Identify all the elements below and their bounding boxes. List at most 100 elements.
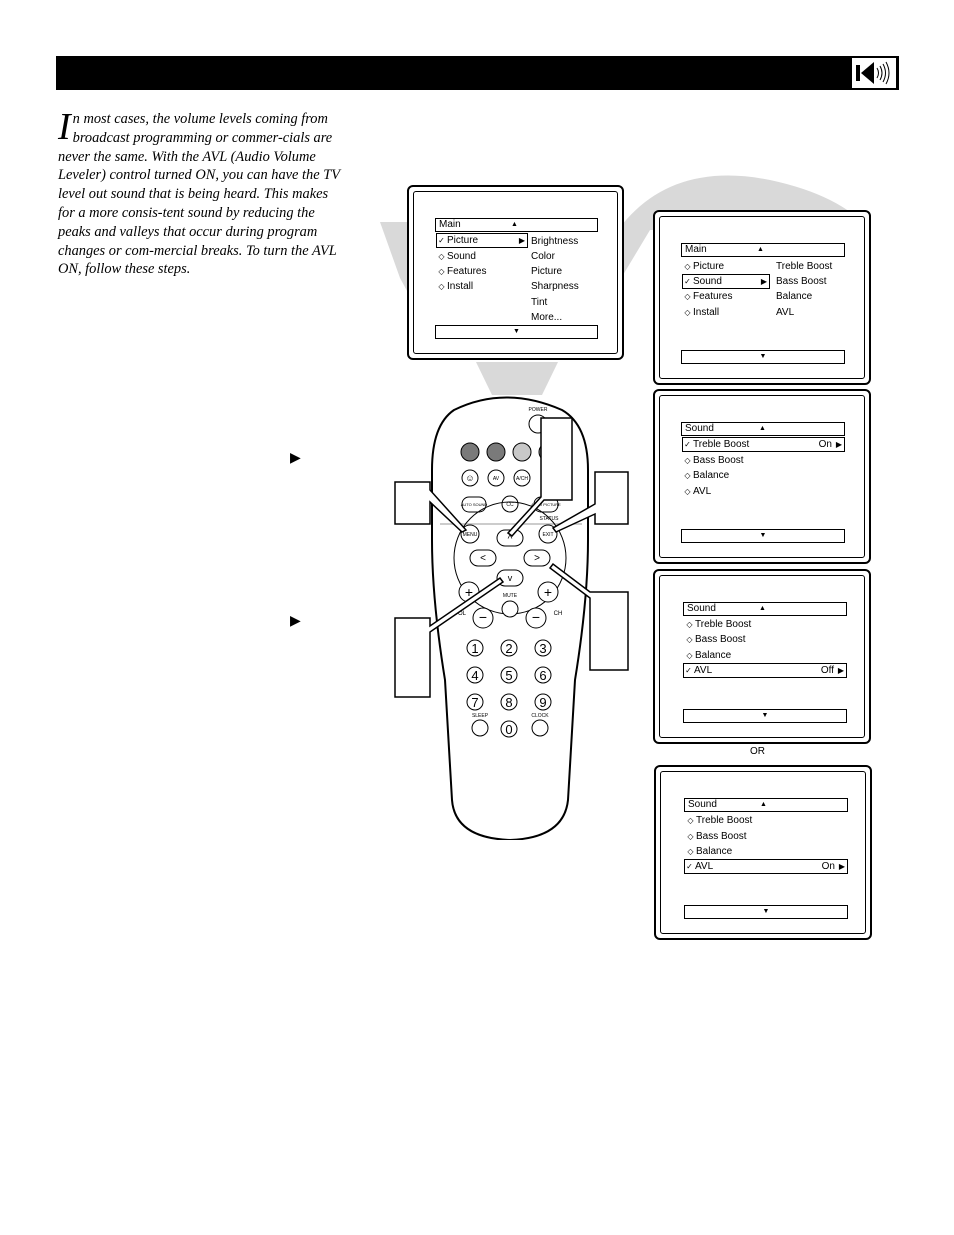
digit-label: 3 [539,641,546,656]
setting-value: Off [820,665,834,676]
clock-label: CLOCK [531,713,549,719]
ach-button[interactable] [513,469,531,487]
clock-button[interactable] [531,719,549,737]
digit-button[interactable] [534,693,552,711]
auto-picture-label: AUTO PICTURE [531,502,561,507]
sleep-button[interactable] [471,719,489,737]
up-chevron-icon: ^ [508,534,513,545]
digit-button[interactable] [534,666,552,684]
digit-label: 0 [505,722,512,737]
step-arrow-2: ▶ [290,612,301,628]
menu-item-treble-boost: ✓Treble Boost On ▶ [682,437,845,452]
digit-label: 1 [471,641,478,656]
menu-title: Sound ▲ [683,602,847,616]
submenu-bass-boost: Bass Boost [776,276,827,287]
menu-item-avl: ◇AVL [684,486,712,497]
up-arrow-icon: ▲ [759,605,766,612]
exit-button[interactable] [538,524,558,544]
color-button-3[interactable] [512,442,532,462]
submenu-tint: Tint [531,297,548,308]
left-button[interactable] [469,549,497,567]
tv-screen-sound-treble: Sound ▲ ✓Treble Boost On ▶ ◇Bass Boost ◇… [653,389,871,564]
intro-text: n most cases, the volume levels coming f… [58,111,340,278]
digit-button[interactable] [500,693,518,711]
menu-item-picture: ✓Picture ▶ [436,233,528,248]
setting-value: On [821,861,835,872]
channel-down-button[interactable] [525,607,547,629]
menu-item-sound: ◇Sound [438,251,476,262]
mute-button[interactable] [501,600,519,618]
beam-down-wedge [476,362,558,395]
digit-button[interactable] [466,666,484,684]
digit-button[interactable] [500,666,518,684]
left-chevron-icon: < [480,553,486,564]
digit-button[interactable] [500,720,518,738]
diamond-icon: ◇ [684,487,691,496]
menu-item-bass-boost: ◇Bass Boost [686,634,746,645]
check-icon: ✓ [685,666,692,675]
menu-item-avl: ✓AVL Off ▶ [683,663,847,678]
menu-item-balance: ◇Balance [686,650,732,661]
digit-label: 2 [505,641,512,656]
diamond-icon: ◇ [438,252,445,261]
right-arrow-icon: ▶ [835,440,842,449]
digit-button[interactable] [466,639,484,657]
digit-button[interactable] [466,693,484,711]
remote-control: POWER ☺ AV A/CH AUTO SOUND CC AUTO PICTU… [431,396,589,840]
header-bar [56,56,899,90]
menu-item-sound: ✓Sound ▶ [682,274,770,289]
menu-title: Sound ▲ [681,422,845,436]
right-button[interactable] [523,549,551,567]
smiley-icon: ☺ [465,473,474,483]
auto-sound-button[interactable] [461,496,487,513]
color-button-2[interactable] [486,442,506,462]
callout-right [548,562,629,671]
tv-screen-sound-avl-off: Sound ▲ ◇Treble Boost ◇Bass Boost ◇Balan… [653,569,871,744]
beam-left-fan [380,222,412,300]
digit-button[interactable] [500,639,518,657]
down-arrow-icon: ▼ [762,908,770,915]
color-button-1[interactable] [460,442,480,462]
diamond-icon: ◇ [687,847,694,856]
diamond-icon: ◇ [684,456,691,465]
submenu-color: Color [531,251,555,262]
tv-screen-sound-avl-on: Sound ▲ ◇Treble Boost ◇Bass Boost ◇Balan… [654,765,872,940]
diamond-icon: ◇ [686,620,693,629]
sleep-label: SLEEP [472,713,489,719]
cc-label: CC [506,502,514,508]
plus-icon: + [544,584,552,600]
channel-up-button[interactable] [537,581,559,603]
av-label: AV [493,476,500,482]
cc-button[interactable] [501,495,519,513]
volume-down-button[interactable] [472,607,494,629]
menu-item-bass-boost: ◇Bass Boost [684,455,744,466]
menu-label: MENU [463,532,478,538]
up-arrow-icon: ▲ [759,425,766,432]
digit-label: 5 [505,668,512,683]
menu-item-features: ◇Features [684,291,733,302]
av-button[interactable] [487,469,505,487]
diamond-icon: ◇ [684,308,691,317]
digit-button[interactable] [534,639,552,657]
or-label: OR [750,746,765,757]
callout-menu [394,481,468,533]
tv-screen-main-sound: Main ▲ ◇Picture ✓Sound ▶ ◇Features ◇Inst… [653,210,871,385]
down-arrow-icon: ▼ [759,353,767,360]
callout-pointers [394,417,629,698]
check-icon: ✓ [686,862,693,871]
menu-item-balance: ◇Balance [684,470,730,481]
step-arrow-1: ▶ [290,449,301,465]
menu-bottom-bar: ▼ [435,325,598,339]
callout-down [394,576,505,698]
speaker-sound-icon [851,57,897,89]
submenu-brightness: Brightness [531,236,579,247]
check-icon: ✓ [684,277,691,286]
digit-label: 6 [539,668,546,683]
callout-exit [551,471,629,533]
diamond-icon: ◇ [684,471,691,480]
smiley-button[interactable] [461,469,479,487]
power-label: POWER [529,407,548,413]
submenu-more: More... [531,312,563,323]
